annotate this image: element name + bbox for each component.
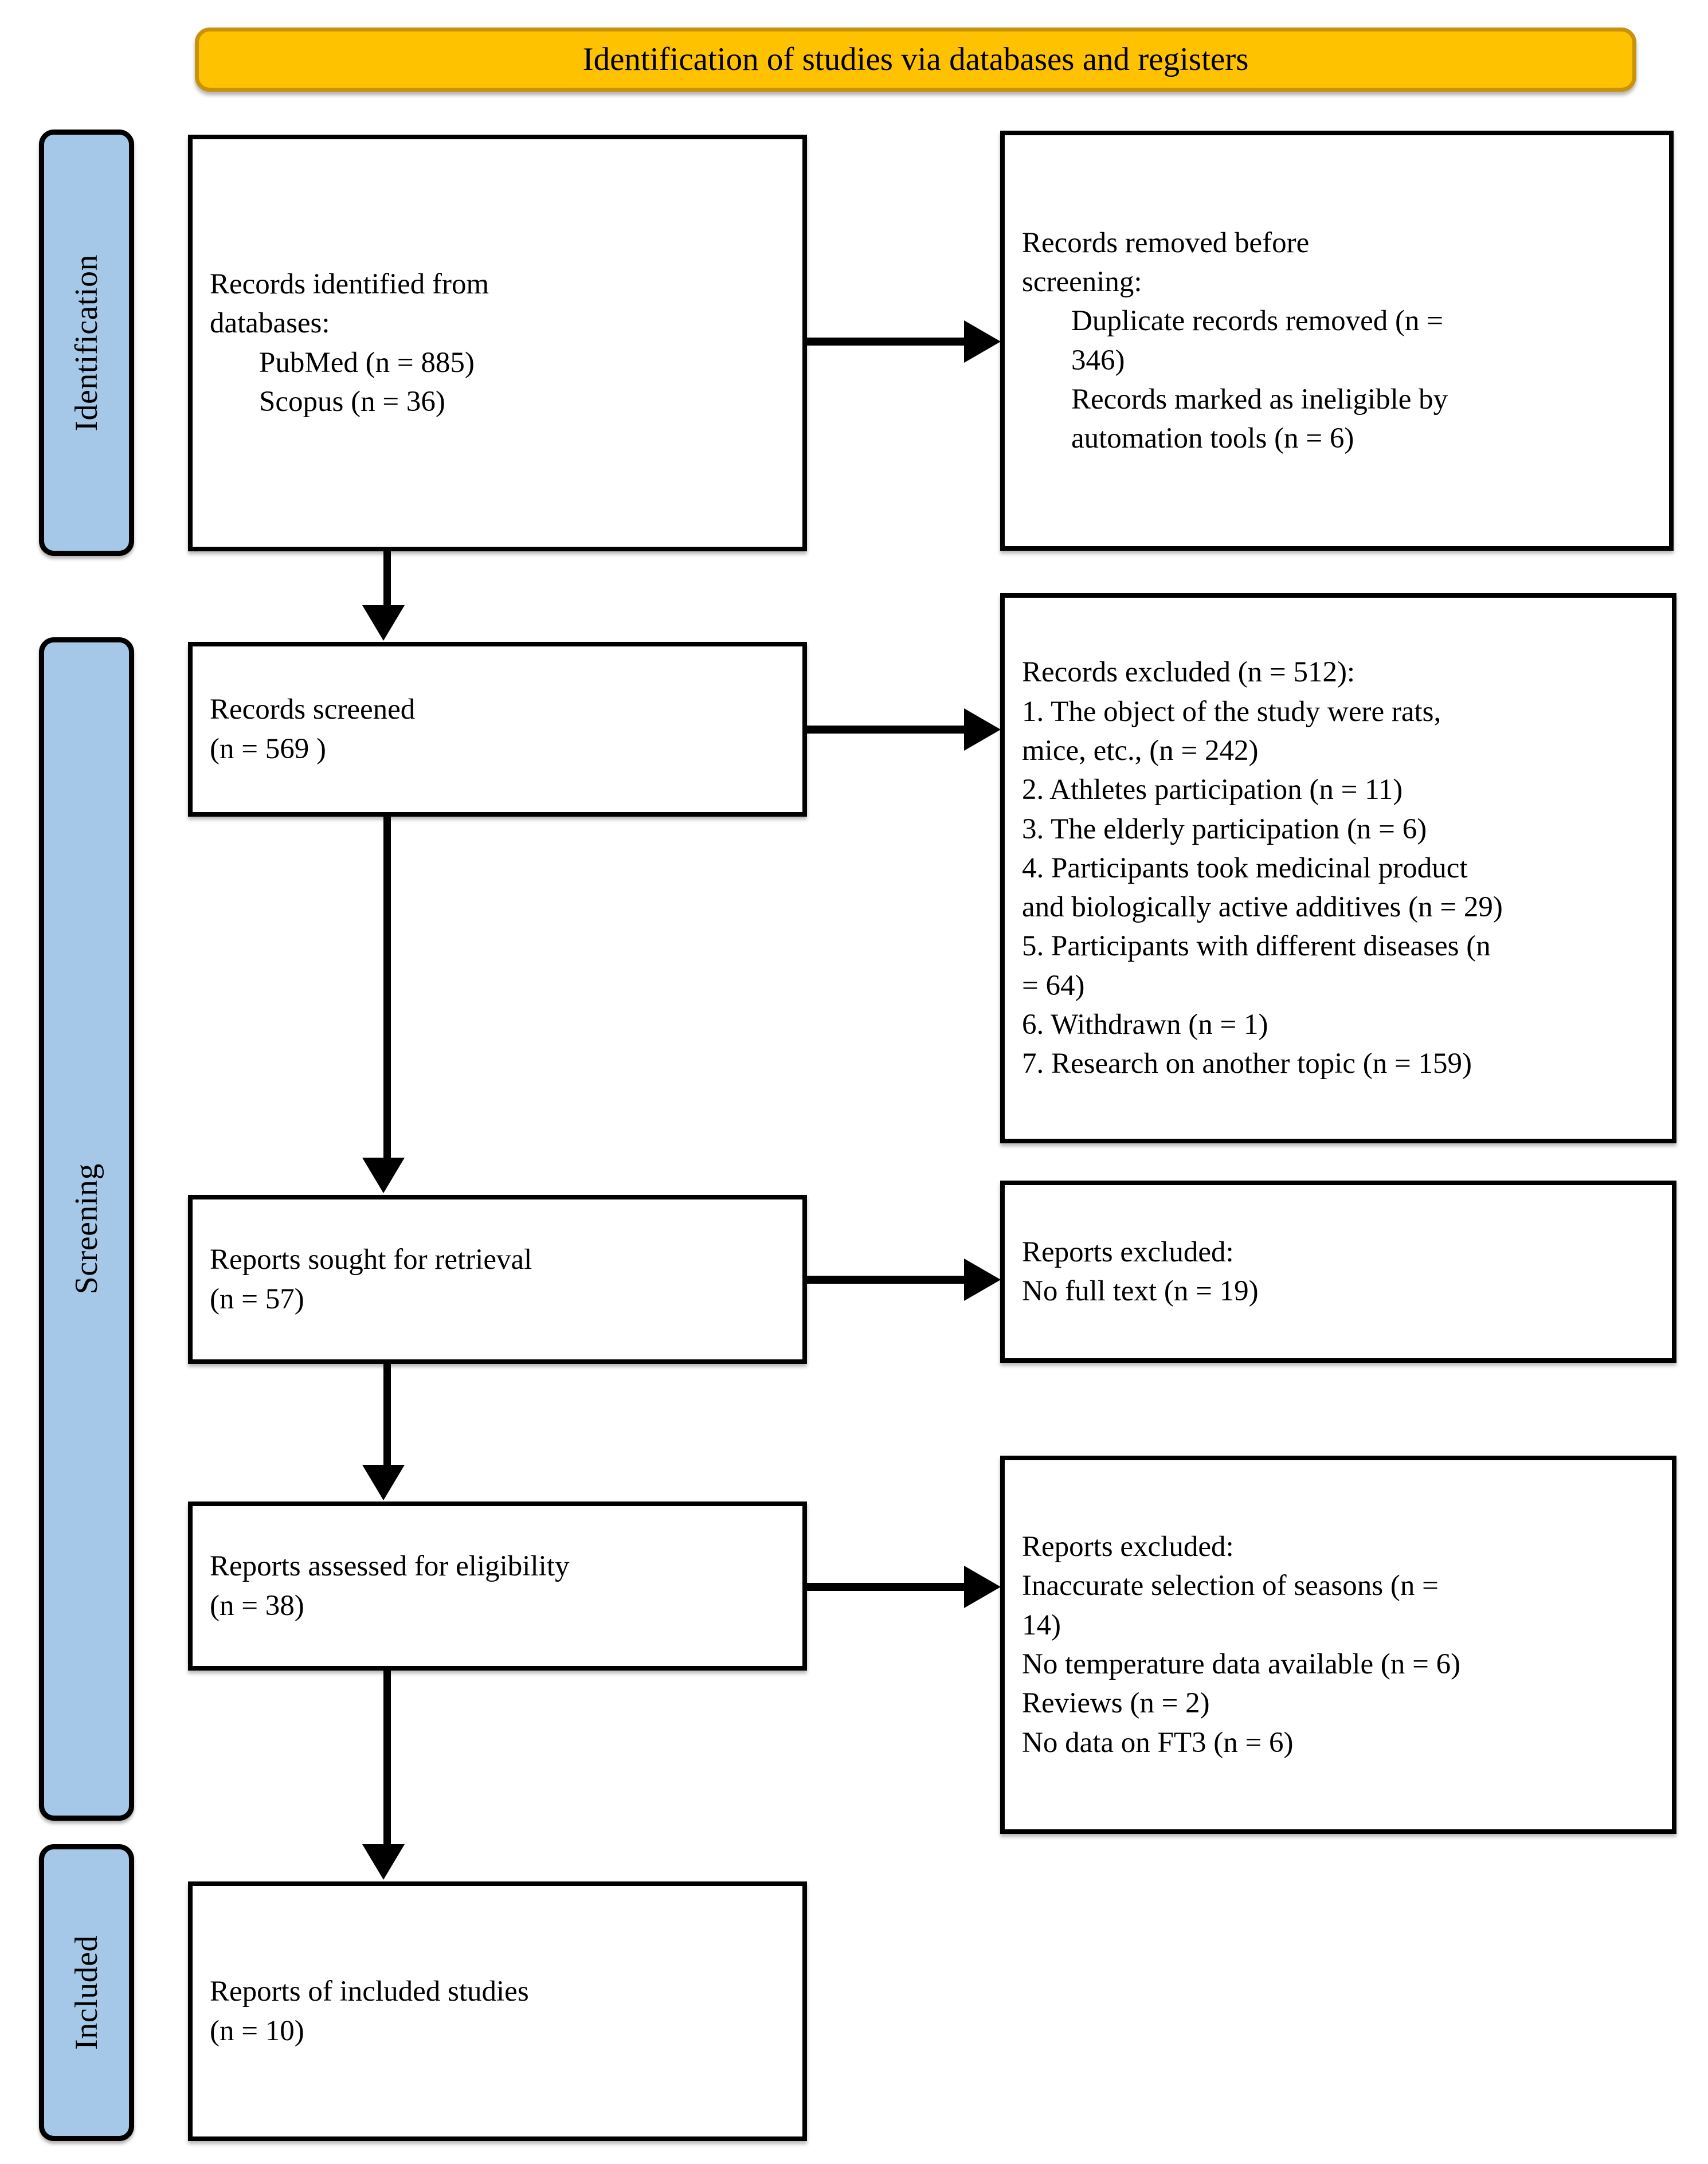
box-records-screened: Records screened (n = 569 ): [188, 642, 807, 817]
text-line: No temperature data available (n = 6): [1022, 1648, 1461, 1680]
stage-rail-screening: Screening: [39, 637, 134, 1821]
box-records-excluded-body: Records excluded (n = 512): 1. The objec…: [1022, 653, 1655, 1084]
box-records-screened-body: Records screened (n = 569 ): [210, 690, 785, 769]
arrow-identified-to-removed-head: [964, 320, 1001, 363]
stage-rail-identification: Identification: [39, 130, 134, 556]
text-line: (n = 38): [210, 1589, 304, 1622]
box-reports-included-body: Reports of included studies (n = 10): [210, 1972, 785, 2051]
box-reports-excluded-eligibility-body: Reports excluded: Inaccurate selection o…: [1022, 1527, 1655, 1762]
text-line: 6. Withdrawn (n = 1): [1022, 1009, 1268, 1041]
arrow-assessed-to-excluded-head: [964, 1566, 1001, 1608]
text-line: Reports assessed for eligibility: [210, 1550, 570, 1583]
text-line: 1. The object of the study were rats,: [1022, 695, 1441, 728]
text-line: Scopus (n = 36): [259, 385, 445, 418]
text-line: Duplicate records removed (n =: [1071, 305, 1444, 338]
arrow-sought-to-assessed-head: [362, 1465, 405, 1500]
arrow-identified-to-screened-head: [362, 605, 405, 641]
box-records-identified: Records identified from databases: PubMe…: [188, 135, 807, 551]
box-reports-assessed: Reports assessed for eligibility (n = 38…: [188, 1502, 807, 1671]
text-line: Records screened: [210, 693, 416, 726]
text-line: and biologically active additives (n = 2…: [1022, 891, 1503, 924]
text-line: 14): [1022, 1609, 1061, 1641]
text-line: 3. The elderly participation (n = 6): [1022, 813, 1427, 845]
box-reports-sought: Reports sought for retrieval (n = 57): [188, 1195, 807, 1364]
arrow-sought-to-excluded-head: [964, 1259, 1001, 1301]
stage-rail-included-label: Included: [69, 1935, 104, 2050]
text-line: Reports excluded:: [1022, 1236, 1234, 1268]
text-line: (n = 569 ): [210, 732, 326, 765]
text-line: Records removed before: [1022, 226, 1310, 259]
arrow-screened-to-sought-head: [362, 1158, 405, 1193]
text-line: Reports of included studies: [210, 1975, 529, 2008]
box-records-identified-body: Records identified from databases: PubMe…: [210, 265, 785, 421]
box-records-removed-body: Records removed before screening: Duplic…: [1022, 224, 1652, 458]
arrow-identified-to-screened-shaft: [383, 551, 391, 609]
text-line: No full text (n = 19): [1022, 1275, 1259, 1307]
text-line: databases:: [210, 307, 330, 340]
text-line: (n = 10): [210, 2014, 304, 2047]
box-reports-included: Reports of included studies (n = 10): [188, 1881, 807, 2141]
arrow-identified-to-removed-shaft: [807, 338, 966, 346]
arrow-sought-to-excluded-shaft: [807, 1276, 966, 1284]
text-line: Records excluded (n = 512):: [1022, 656, 1356, 689]
text-line: screening:: [1022, 265, 1142, 298]
arrow-screened-to-excluded-head: [964, 708, 1001, 751]
arrow-screened-to-sought-shaft: [383, 817, 391, 1161]
box-records-excluded: Records excluded (n = 512): 1. The objec…: [1000, 593, 1676, 1143]
arrow-screened-to-excluded-shaft: [807, 726, 966, 734]
text-line: Reports excluded:: [1022, 1531, 1234, 1563]
text-line: 5. Participants with different diseases …: [1022, 930, 1491, 963]
text-line: No data on FT3 (n = 6): [1022, 1726, 1294, 1759]
text-line: 2. Athletes participation (n = 11): [1022, 774, 1403, 806]
arrow-assessed-to-excluded-shaft: [807, 1583, 966, 1591]
text-line: Reviews (n = 2): [1022, 1687, 1210, 1720]
text-line: automation tools (n = 6): [1071, 422, 1354, 455]
text-line: 346): [1071, 344, 1125, 377]
arrow-assessed-to-included-shaft: [383, 1671, 391, 1846]
text-line: (n = 57): [210, 1283, 304, 1315]
diagram-title: Identification of studies via databases …: [582, 41, 1249, 77]
stage-rail-included: Included: [39, 1844, 134, 2141]
box-reports-excluded-eligibility: Reports excluded: Inaccurate selection o…: [1000, 1456, 1676, 1834]
text-line: Reports sought for retrieval: [210, 1244, 532, 1276]
box-reports-sought-body: Reports sought for retrieval (n = 57): [210, 1240, 785, 1319]
text-line: PubMed (n = 885): [259, 346, 475, 379]
stage-rail-identification-label: Identification: [69, 254, 104, 432]
text-line: 4. Participants took medicinal product: [1022, 852, 1468, 884]
text-line: Inaccurate selection of seasons (n =: [1022, 1570, 1439, 1602]
text-line: Records marked as ineligible by: [1071, 383, 1448, 415]
arrow-assessed-to-included-head: [362, 1844, 405, 1880]
box-reports-assessed-body: Reports assessed for eligibility (n = 38…: [210, 1547, 785, 1625]
text-line: Records identified from: [210, 268, 489, 300]
box-reports-excluded-retrieval: Reports excluded: No full text (n = 19): [1000, 1181, 1676, 1363]
stage-rail-screening-label: Screening: [69, 1163, 104, 1295]
box-reports-excluded-retrieval-body: Reports excluded: No full text (n = 19): [1022, 1233, 1655, 1311]
box-records-removed: Records removed before screening: Duplic…: [1000, 131, 1674, 551]
text-line: 7. Research on another topic (n = 159): [1022, 1048, 1472, 1080]
text-line: = 64): [1022, 969, 1085, 1002]
diagram-header-banner: Identification of studies via databases …: [195, 28, 1636, 92]
arrow-sought-to-assessed-shaft: [383, 1364, 391, 1467]
text-line: mice, etc., (n = 242): [1022, 734, 1259, 767]
